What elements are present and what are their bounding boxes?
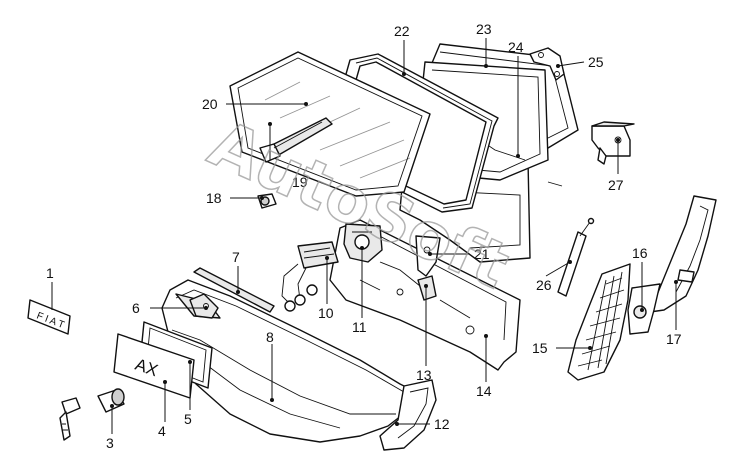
- callout-3: 3: [106, 435, 114, 451]
- callout-8: 8: [266, 329, 274, 345]
- callout-26: 26: [536, 277, 552, 293]
- callout-18: 18: [206, 190, 222, 206]
- callout-10: 10: [318, 305, 334, 321]
- callout-21: 21: [474, 246, 490, 262]
- callout-19: 19: [292, 174, 308, 190]
- callout-15: 15: [532, 340, 548, 356]
- callout-leaders: [51, 38, 678, 434]
- rear-lamp-cluster: [567, 263, 631, 381]
- callout-22: 22: [394, 23, 410, 39]
- callout-11: 11: [352, 319, 367, 335]
- gas-strut: [557, 217, 595, 297]
- callout-23: 23: [476, 21, 492, 37]
- hinge-bracket: [529, 47, 565, 81]
- callout-12: 12: [434, 416, 450, 432]
- callout-13: 13: [416, 367, 432, 383]
- callout-5: 5: [184, 411, 192, 427]
- callout-4: 4: [158, 423, 166, 439]
- ignition-key: [59, 397, 81, 441]
- latch-striker: [415, 235, 441, 301]
- bumper-corner-piece: [379, 379, 437, 451]
- bumper-bracket: [343, 223, 383, 263]
- callout-17: 17: [666, 331, 682, 347]
- callout-20: 20: [202, 96, 218, 112]
- tailgate-latch: [591, 121, 635, 165]
- bumper-moulding-strip: [193, 267, 275, 313]
- callout-14: 14: [476, 383, 492, 399]
- lock-cylinder: [97, 388, 125, 413]
- callout-25: 25: [588, 54, 604, 70]
- lamp-wiring-connector: [281, 241, 339, 312]
- callout-27: 27: [608, 177, 624, 193]
- callout-1: 1: [46, 265, 54, 281]
- callout-7: 7: [232, 249, 240, 265]
- callout-16: 16: [632, 245, 648, 261]
- callout-numbers: 1 2 3 4 5 6 7 8 9 10 11 12 13 14 15 16 1…: [46, 21, 682, 451]
- callout-24: 24: [508, 39, 524, 55]
- callout-6: 6: [132, 300, 140, 316]
- side-trim-panel: [649, 195, 717, 313]
- fiat-badge: F I A T: [27, 299, 71, 335]
